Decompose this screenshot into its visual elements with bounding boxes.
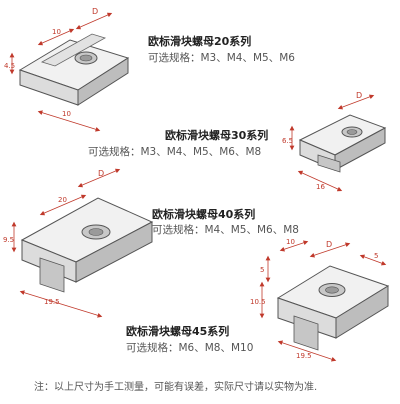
dim-45-height: 10.5 — [250, 298, 266, 306]
dim-30-d: D — [356, 91, 362, 100]
nut-40-drawing: D 20 9.5 19.5 — [3, 168, 154, 318]
dim-30-length: 16 — [316, 183, 325, 191]
dim-40-slot: 20 — [58, 196, 67, 204]
dim-20-length: 10 — [62, 110, 71, 118]
dim-40-d: D — [98, 169, 104, 178]
dim-30-thickness: 6.5 — [282, 137, 293, 145]
nut-20-drawing: D 4.5 10 10 — [4, 7, 130, 132]
dim-45-d: D — [326, 240, 332, 249]
nut-45-drawing: D 5 10 10.5 5 19.5 — [250, 238, 390, 362]
series-20-title: 欧标滑块螺母20系列 — [148, 35, 252, 48]
series-30-spec: 可选规格：M3、M4、M5、M6、M8 — [88, 146, 262, 158]
series-40-title: 欧标滑块螺母40系列 — [152, 208, 256, 221]
dim-45-length: 19.5 — [296, 352, 312, 360]
footnote: 注：以上尺寸为手工测量，可能有误差，实际尺寸请以实物为准. — [34, 382, 318, 393]
dim-20-thickness: 4.5 — [4, 62, 15, 70]
dim-40-length: 19.5 — [44, 298, 60, 306]
series-40-spec: 可选规格：M4、M5、M6、M8 — [152, 224, 299, 236]
series-45-title: 欧标滑块螺母45系列 — [126, 325, 230, 338]
series-45-spec: 可选规格：M6、M8、M10 — [126, 342, 254, 354]
dim-45-c: 5 — [374, 252, 378, 260]
nut-30-drawing: D 6.5 16 — [282, 91, 387, 192]
series-30-title: 欧标滑块螺母30系列 — [165, 129, 269, 142]
dim-20-d: D — [92, 7, 98, 16]
dim-40-thickness: 9.5 — [3, 236, 14, 244]
dim-20-slot: 10 — [52, 28, 61, 36]
dim-45-b: 10 — [286, 238, 295, 246]
dim-45-a: 5 — [260, 266, 264, 274]
series-20-spec: 可选规格：M3、M4、M5、M6 — [148, 52, 295, 64]
